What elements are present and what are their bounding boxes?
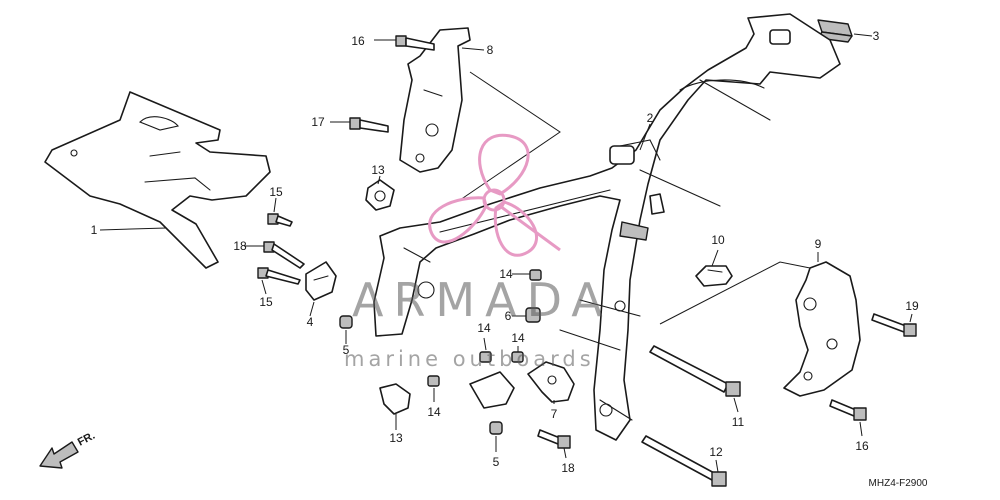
diagram-code: MHZ4-F2900 bbox=[869, 478, 928, 489]
propeller-blade-right bbox=[493, 200, 539, 257]
part-side-bracket[interactable] bbox=[783, 261, 861, 397]
front-direction-indicator: FR. bbox=[39, 430, 97, 469]
part-long-bolt-11[interactable] bbox=[649, 345, 741, 397]
callout-1[interactable]: 1 bbox=[91, 223, 98, 237]
callout-15-lower[interactable]: 15 bbox=[259, 295, 273, 309]
part-bolt-16-right[interactable] bbox=[829, 399, 867, 421]
callout-17[interactable]: 17 bbox=[311, 115, 325, 129]
callout-5-left[interactable]: 5 bbox=[343, 343, 350, 357]
part-upper-bracket[interactable] bbox=[399, 27, 471, 173]
callout-19[interactable]: 19 bbox=[905, 299, 919, 313]
callout-14-d[interactable]: 14 bbox=[427, 405, 441, 419]
reference-lines bbox=[459, 71, 811, 325]
propeller-logo bbox=[428, 133, 561, 257]
part-bolt-15-upper[interactable] bbox=[267, 213, 293, 227]
part-clamp-13-lower[interactable] bbox=[379, 383, 411, 415]
watermark-brand: ARMADA bbox=[352, 273, 613, 327]
part-collar-5-lower[interactable] bbox=[489, 421, 503, 435]
direction-label: FR. bbox=[76, 430, 97, 449]
part-collar-6[interactable] bbox=[525, 307, 541, 323]
callout-14-a[interactable]: 14 bbox=[499, 267, 513, 281]
callout-6[interactable]: 6 bbox=[505, 309, 512, 323]
part-collar-5-left[interactable] bbox=[339, 315, 353, 329]
callout-14-b[interactable]: 14 bbox=[477, 321, 491, 335]
part-clip-10[interactable] bbox=[695, 265, 733, 287]
part-nut-14-d[interactable] bbox=[427, 375, 440, 387]
callout-16-right[interactable]: 16 bbox=[855, 439, 869, 453]
callout-16-top[interactable]: 16 bbox=[351, 34, 365, 48]
part-bolt-17[interactable] bbox=[349, 117, 389, 133]
part-bolt-19[interactable] bbox=[871, 313, 917, 337]
part-nut-14-b[interactable] bbox=[479, 351, 492, 363]
callout-10[interactable]: 10 bbox=[711, 233, 725, 247]
callout-18-left[interactable]: 18 bbox=[233, 239, 247, 253]
callout-15-upper[interactable]: 15 bbox=[269, 185, 283, 199]
part-rubber-block[interactable] bbox=[817, 19, 853, 43]
part-under-cover[interactable] bbox=[44, 91, 271, 269]
callout-18-lower[interactable]: 18 bbox=[561, 461, 575, 475]
propeller-shaft bbox=[499, 204, 561, 252]
part-clamp-13-top[interactable] bbox=[365, 179, 395, 211]
callout-11[interactable]: 11 bbox=[732, 415, 745, 429]
callout-9[interactable]: 9 bbox=[815, 237, 822, 251]
arrow-icon bbox=[39, 441, 79, 469]
part-bolt-16-top[interactable] bbox=[395, 35, 435, 51]
part-bolt-18-lower[interactable] bbox=[537, 429, 571, 449]
propeller-blade-top bbox=[478, 133, 530, 196]
propeller-hub bbox=[482, 188, 506, 212]
callout-13-top[interactable]: 13 bbox=[371, 163, 385, 177]
callout-12[interactable]: 12 bbox=[709, 445, 723, 459]
part-nut-14-a[interactable] bbox=[529, 269, 542, 281]
part-mount-bracket-4[interactable] bbox=[305, 261, 337, 301]
callout-numbers: 1 2 3 4 5 5 6 7 8 9 10 11 12 13 13 14 14… bbox=[91, 29, 919, 475]
part-bolt-15-lower[interactable] bbox=[257, 267, 301, 285]
callout-2[interactable]: 2 bbox=[647, 111, 654, 125]
callout-5-lower[interactable]: 5 bbox=[493, 455, 500, 469]
callout-8[interactable]: 8 bbox=[487, 43, 494, 57]
watermark-tagline: marine outboards bbox=[344, 347, 595, 371]
callout-4[interactable]: 4 bbox=[307, 315, 314, 329]
part-hanger-bracket-7[interactable] bbox=[527, 361, 575, 403]
leader-lines bbox=[99, 33, 913, 473]
callout-7[interactable]: 7 bbox=[551, 407, 558, 421]
propeller-blade-left bbox=[428, 196, 488, 244]
part-long-bolt-12[interactable] bbox=[641, 435, 727, 487]
part-main-frame[interactable] bbox=[373, 13, 841, 441]
callout-13-lower[interactable]: 13 bbox=[389, 431, 403, 445]
callout-14-c[interactable]: 14 bbox=[511, 331, 525, 345]
watermark: ARMADA marine outboards bbox=[344, 133, 613, 371]
part-lower-plate[interactable] bbox=[469, 371, 515, 409]
part-bolt-18-left[interactable] bbox=[263, 241, 305, 269]
callout-3[interactable]: 3 bbox=[873, 29, 880, 43]
